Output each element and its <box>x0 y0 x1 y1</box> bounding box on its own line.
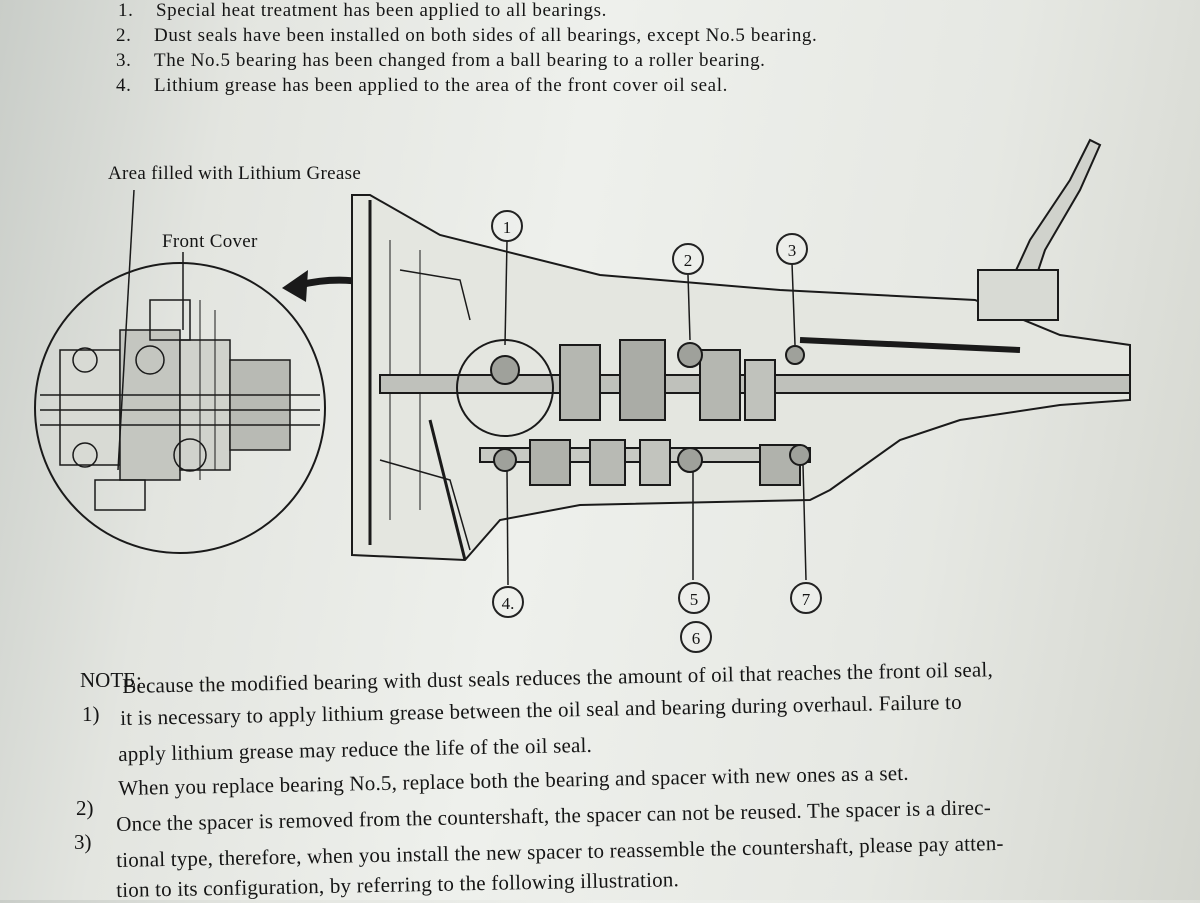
change-text: Special heat treatment has been applied … <box>156 0 607 21</box>
change-number: 2. <box>116 25 132 46</box>
label-leaders <box>117 189 184 471</box>
grease-area-label: Area filled with Lithium Grease <box>108 163 362 184</box>
change-number: 4. <box>116 75 132 96</box>
change-item: 4. Lithium grease has been applied to the… <box>116 75 728 97</box>
change-text: Dust seals have been installed on both s… <box>154 25 818 46</box>
change-number: 1. <box>118 0 134 21</box>
callout-2: 2 <box>672 243 704 275</box>
callout-6: 6 <box>680 621 712 653</box>
detail-circle <box>34 262 326 554</box>
callout-7: 7 <box>790 582 822 614</box>
callout-4: 4. <box>492 586 524 618</box>
change-item: 2. Dust seals have been installed on both… <box>116 25 817 47</box>
callout-5: 5 <box>678 582 710 614</box>
change-number: 3. <box>116 50 132 71</box>
transmission-housing <box>351 138 1131 562</box>
callout-3: 3 <box>776 233 808 265</box>
change-text: The No.5 bearing has been changed from a… <box>154 50 766 71</box>
note-heading: NOTE: <box>80 668 142 692</box>
note-number: 1) <box>82 702 100 726</box>
change-item: 1. Special heat treatment has been applie… <box>118 0 607 22</box>
callout-1: 1 <box>491 210 523 242</box>
note-number: 2) <box>76 796 94 820</box>
change-text: Lithium grease has been applied to the a… <box>154 75 728 96</box>
detail-magnifier <box>34 262 326 554</box>
callout-leaders <box>504 240 807 586</box>
note-number: 3) <box>74 830 92 854</box>
change-item: 3. The No.5 bearing has been changed from… <box>116 50 766 72</box>
front-cover-label: Front Cover <box>162 231 258 252</box>
